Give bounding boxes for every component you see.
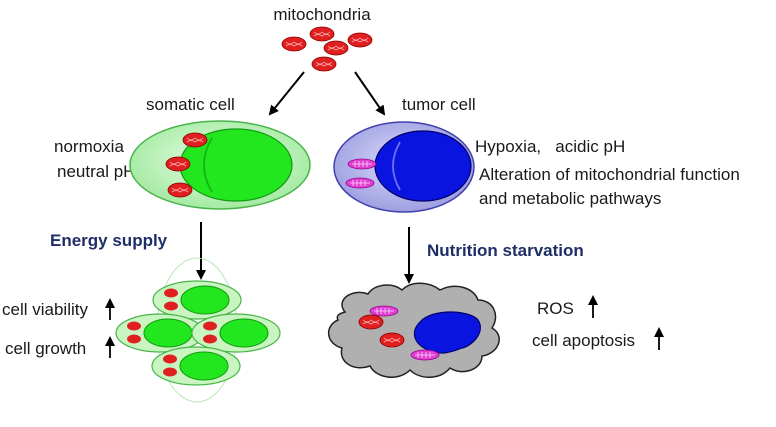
tumor-cell bbox=[333, 121, 475, 213]
apoptotic-tumor-cell bbox=[328, 282, 500, 378]
ros-label: ROS bbox=[537, 299, 574, 318]
somatic-cell-title: somatic cell bbox=[146, 95, 235, 114]
tumor-condition-1: Hypoxia, acidic pH bbox=[475, 137, 625, 156]
mitochondria-label: mitochondria bbox=[273, 5, 371, 24]
somatic-condition-2: neutral pH bbox=[57, 162, 135, 181]
tumor-condition-2: Alteration of mitochondrial function bbox=[479, 165, 740, 184]
tumor-condition-3: and metabolic pathways bbox=[479, 189, 661, 208]
cell-viability-label: cell viability bbox=[2, 300, 88, 319]
proliferating-somatic-cells bbox=[115, 257, 281, 403]
tumor-cell-title: tumor cell bbox=[402, 95, 476, 114]
arrow-to-somatic bbox=[268, 71, 305, 116]
mitochondria-cluster bbox=[281, 26, 373, 72]
cell-growth-label: cell growth bbox=[5, 339, 86, 358]
arrow-to-tumor bbox=[354, 71, 386, 116]
somatic-condition-1: normoxia bbox=[54, 137, 124, 156]
energy-supply-label: Energy supply bbox=[50, 231, 168, 250]
cell-apoptosis-label: cell apoptosis bbox=[532, 331, 635, 350]
somatic-cell bbox=[129, 120, 311, 210]
nutrition-starvation-label: Nutrition starvation bbox=[427, 241, 584, 260]
